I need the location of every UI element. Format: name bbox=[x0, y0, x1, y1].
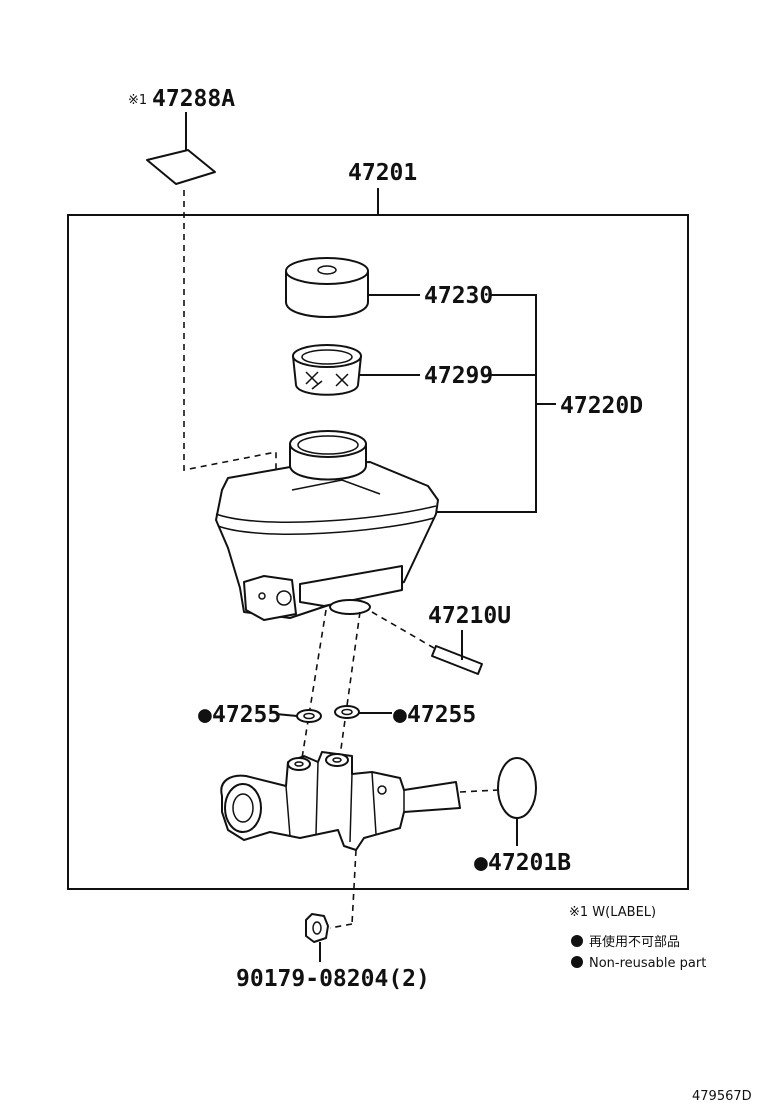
reservoir-assembly-number: 47201 bbox=[348, 160, 417, 186]
grommet-right-number: 47255 bbox=[407, 702, 476, 728]
legend-dot-jp bbox=[571, 935, 583, 947]
seal-dashed-line bbox=[459, 789, 499, 793]
mounting-nut-part[interactable] bbox=[305, 913, 329, 943]
grommet-left-number: 47255 bbox=[212, 702, 281, 728]
reservoir-tank-part[interactable] bbox=[215, 430, 439, 621]
seal-ring-number: 47201B bbox=[488, 850, 571, 876]
legend-non-reusable-jp: 再使用不可部品 bbox=[589, 934, 680, 950]
pin-number: 47210U bbox=[428, 603, 511, 629]
grommet-left-dot: ● bbox=[198, 702, 212, 728]
legend-non-reusable-en: Non-reusable part bbox=[589, 956, 706, 971]
grommet-left-part[interactable] bbox=[296, 709, 322, 723]
label-sticker-number: 47288A bbox=[152, 86, 235, 112]
nut-number: 90179-08204(2) bbox=[236, 966, 430, 992]
grommet-right-dot: ● bbox=[393, 702, 407, 728]
reservoir-sub-assembly-number: 47220D bbox=[560, 393, 643, 419]
strainer-number: 47299 bbox=[424, 363, 493, 389]
legend-label-note: ※1 W(LABEL) bbox=[569, 905, 656, 920]
seal-ring-dot: ● bbox=[474, 850, 488, 876]
nut-dashed-return bbox=[329, 923, 353, 929]
reservoir-pin-part[interactable] bbox=[431, 645, 483, 675]
left-port-dashed-line bbox=[301, 609, 327, 759]
reservoir-cap-part[interactable] bbox=[285, 257, 369, 318]
figure-id: 479567D bbox=[692, 1089, 752, 1104]
label-sticker-mark: ※1 bbox=[128, 93, 147, 108]
legend-dot-en bbox=[571, 956, 583, 968]
nut-dashed-line bbox=[351, 849, 357, 925]
seal-ring-part[interactable] bbox=[497, 757, 537, 819]
label-sticker-dashed-leader bbox=[183, 190, 277, 484]
cap-number: 47230 bbox=[424, 283, 493, 309]
sub-assembly-bracket bbox=[432, 294, 556, 513]
grommet-left-leader bbox=[275, 713, 298, 717]
right-port-dashed-line bbox=[339, 611, 361, 757]
pin-dashed-leader bbox=[371, 611, 435, 649]
strainer-part[interactable] bbox=[292, 344, 362, 396]
label-sticker-part[interactable] bbox=[146, 112, 216, 185]
master-cylinder-body-part[interactable] bbox=[220, 751, 461, 851]
grommet-right-part[interactable] bbox=[334, 705, 360, 719]
